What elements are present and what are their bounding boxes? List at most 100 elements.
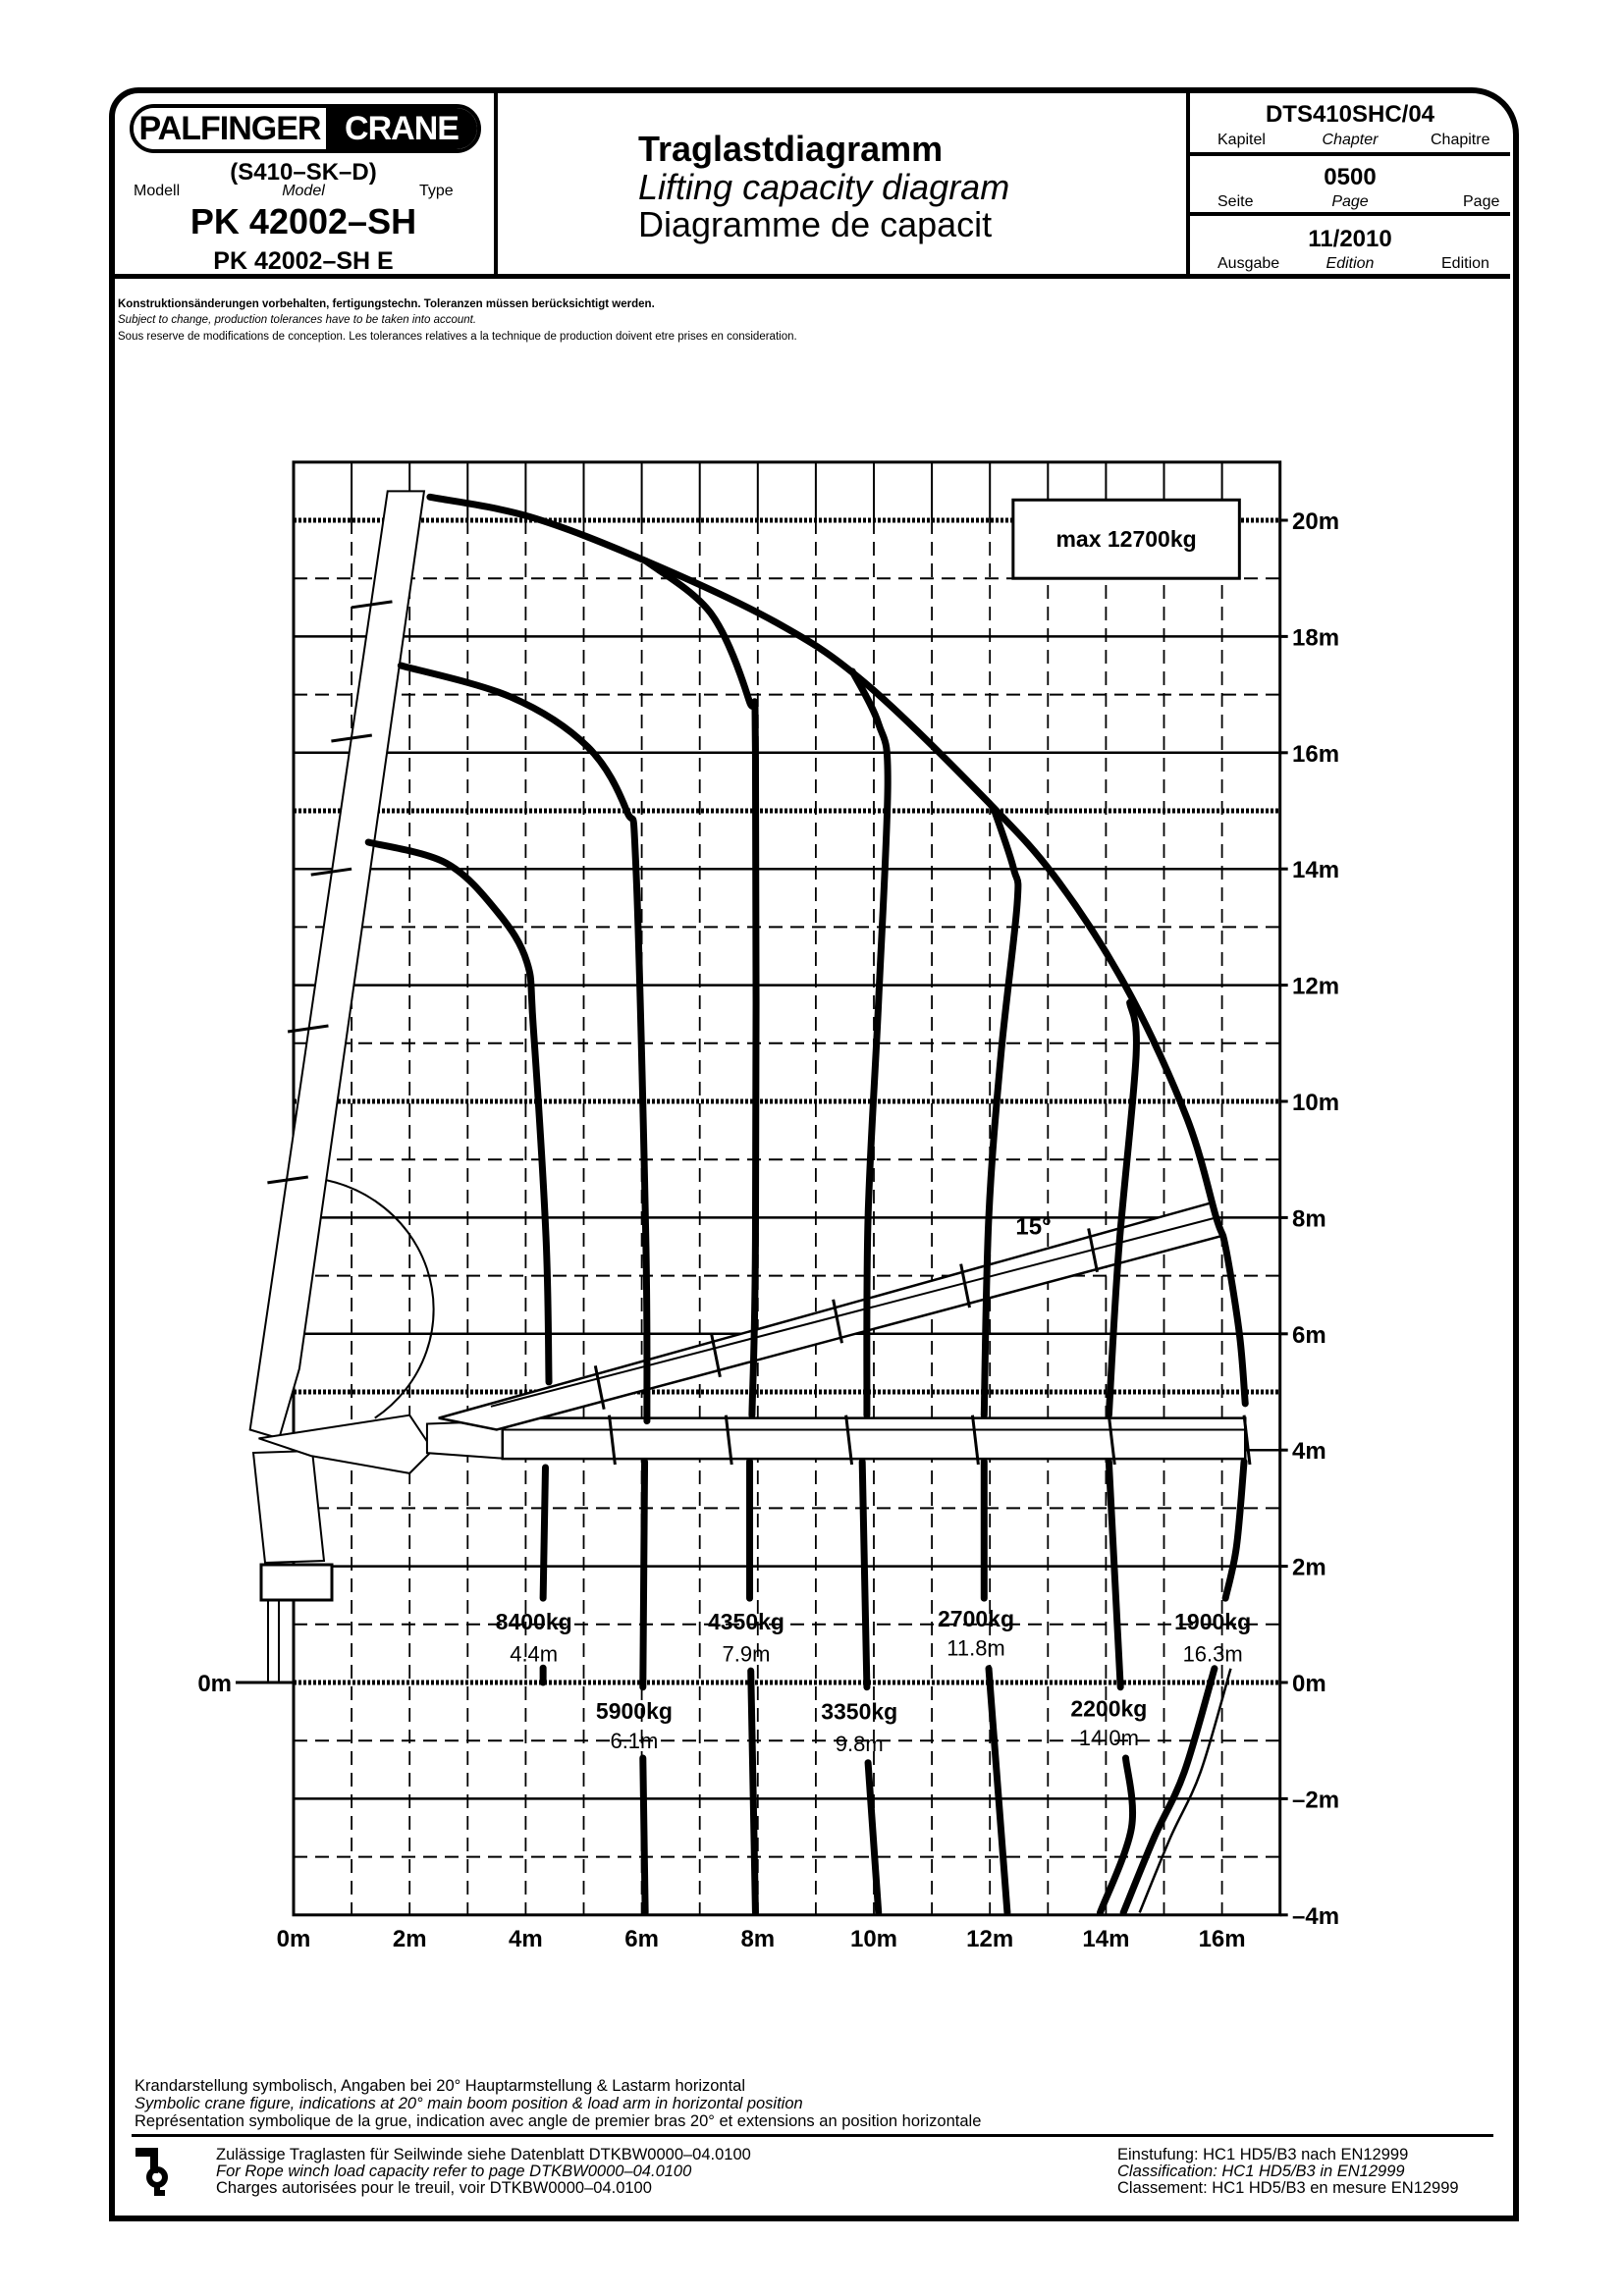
boom-15-degree-edge bbox=[490, 1216, 1217, 1408]
title-fr: Diagramme de capacit bbox=[638, 204, 993, 244]
boom-section-joint bbox=[1242, 1415, 1252, 1466]
crane-column bbox=[251, 1449, 326, 1565]
load-label: 4350kg bbox=[708, 1609, 784, 1634]
edition-label-en: Edition bbox=[1325, 255, 1375, 272]
capacity-curve-segment bbox=[639, 1754, 649, 1916]
max-capacity-label: max 12700kg bbox=[1055, 526, 1196, 552]
capacity-curve-segment bbox=[1105, 1458, 1124, 1691]
y-tick-label: 0m bbox=[1292, 1671, 1326, 1697]
capacity-curve-segment bbox=[1221, 1458, 1248, 1602]
page-label-en: Page bbox=[1331, 193, 1369, 210]
boom-joint bbox=[267, 1175, 308, 1185]
crane-illustration bbox=[248, 490, 1252, 1682]
capacity-curve-1900kg: 1900kg 16.3m bbox=[426, 493, 1251, 1916]
boom-section-joint bbox=[608, 1415, 617, 1466]
capacity-curve-outline bbox=[1138, 1668, 1232, 1913]
y-tick-label: 6m bbox=[1292, 1322, 1326, 1349]
page-frame bbox=[109, 87, 1519, 2221]
boom-joint bbox=[351, 600, 393, 610]
model-label-de: Modell bbox=[134, 183, 181, 199]
capacity-curve-segment bbox=[639, 1458, 649, 1691]
y-tick-label: 14m bbox=[1292, 857, 1339, 883]
note-de: Konstruktionsänderungen vorbehalten, fer… bbox=[118, 298, 655, 310]
y-left-tick-label: 0m bbox=[197, 1671, 232, 1697]
y-tick-label: 2m bbox=[1292, 1555, 1326, 1581]
classification-fr: Classement: HC1 HD5/B3 en mesure EN12999 bbox=[1117, 2179, 1459, 2197]
x-tick-label: 4m bbox=[509, 1926, 543, 1952]
x-tick-label: 6m bbox=[624, 1926, 659, 1952]
y-tick-label: 12m bbox=[1292, 974, 1339, 1000]
chapter-label-fr: Chapitre bbox=[1431, 132, 1490, 148]
reach-label: 14.0m bbox=[1079, 1726, 1139, 1750]
rope-winch-hook-icon bbox=[135, 2148, 168, 2196]
reach-label: 9.8m bbox=[836, 1732, 884, 1756]
bottom-note-en: Symbolic crane figure, indications at 20… bbox=[135, 2095, 803, 2112]
boom-section-joint bbox=[844, 1415, 854, 1466]
y-tick-label: 4m bbox=[1292, 1438, 1326, 1465]
boom-joint bbox=[331, 733, 372, 743]
boom-section-joint bbox=[970, 1415, 980, 1466]
capacity-curve-segment bbox=[364, 838, 553, 1386]
model-name-e: PK 42002–SH E bbox=[213, 247, 394, 275]
reach-label: 11.8m bbox=[947, 1635, 1005, 1660]
chapter-label-en: Chapter bbox=[1322, 132, 1379, 148]
edition-date: 11/2010 bbox=[1308, 226, 1392, 252]
y-tick-label: 16m bbox=[1292, 741, 1339, 768]
classification-de: Einstufung: HC1 HD5/B3 nach EN12999 bbox=[1117, 2146, 1409, 2163]
boom-section-joint bbox=[724, 1415, 733, 1466]
edition-label-de: Ausgabe bbox=[1217, 255, 1280, 272]
capacity-curve-3350kg: 3350kg 9.8m bbox=[821, 667, 897, 1916]
load-label: 8400kg bbox=[496, 1609, 572, 1634]
capacity-curve-segment bbox=[1105, 998, 1140, 1419]
classification-en: Classification: HC1 HD5/B3 in EN12999 bbox=[1117, 2163, 1405, 2180]
x-tick-label: 10m bbox=[850, 1926, 897, 1952]
boom-joint bbox=[287, 1024, 329, 1034]
title-en: Lifting capacity diagram bbox=[638, 167, 1010, 207]
y-tick-label: –2m bbox=[1292, 1787, 1339, 1813]
boom-joint bbox=[310, 867, 352, 877]
winch-note-fr: Charges autorisées pour le treuil, voir … bbox=[216, 2179, 652, 2197]
x-tick-label: 2m bbox=[393, 1926, 427, 1952]
logo-palfinger: PALFINGER bbox=[134, 108, 326, 149]
load-label: 1900kg bbox=[1174, 1609, 1251, 1634]
bottom-note-fr: Représentation symbolique de la grue, in… bbox=[135, 2112, 982, 2130]
capacity-curve-segment bbox=[426, 493, 1249, 1408]
model-label-type: Type bbox=[419, 183, 454, 199]
model-variant: (S410–SK–D) bbox=[230, 159, 377, 186]
page-number: 0500 bbox=[1324, 164, 1377, 190]
chapter-label-de: Kapitel bbox=[1217, 132, 1266, 148]
logo-crane: CRANE bbox=[326, 108, 477, 149]
load-label: 3350kg bbox=[821, 1699, 897, 1725]
winch-note-de: Zulässige Traglasten für Seilwinde siehe… bbox=[216, 2146, 751, 2163]
boom-section-joint bbox=[1087, 1228, 1100, 1273]
palfinger-crane-logo: PALFINGER CRANE bbox=[130, 104, 481, 153]
reach-label: 16.3m bbox=[1183, 1641, 1243, 1666]
header-divider bbox=[112, 274, 1510, 279]
main-boom bbox=[248, 490, 426, 1440]
crane-motor-box bbox=[259, 1563, 334, 1602]
y-tick-label: 8m bbox=[1292, 1205, 1326, 1232]
max-capacity-box bbox=[1011, 498, 1241, 580]
y-tick-label: –4m bbox=[1292, 1903, 1339, 1930]
reach-label: 7.9m bbox=[723, 1641, 771, 1666]
boom-section-joint bbox=[1107, 1415, 1116, 1466]
x-tick-label: 12m bbox=[966, 1926, 1013, 1952]
capacity-curve-segment bbox=[985, 1665, 1011, 1916]
capacity-curve-segment bbox=[642, 557, 760, 1419]
header-divider-right bbox=[1186, 90, 1190, 277]
capacity-curve-segment bbox=[1096, 1754, 1137, 1916]
note-en: Subject to change, production tolerances… bbox=[118, 314, 477, 326]
x-tick-label: 16m bbox=[1199, 1926, 1246, 1952]
header-divider-left bbox=[494, 90, 498, 277]
capacity-curve-segment bbox=[747, 1667, 759, 1916]
x-tick-label: 14m bbox=[1082, 1926, 1129, 1952]
knuckle-arm bbox=[258, 1414, 435, 1474]
capacity-curve-segment bbox=[858, 1458, 871, 1691]
boom-section-joint bbox=[832, 1299, 843, 1344]
